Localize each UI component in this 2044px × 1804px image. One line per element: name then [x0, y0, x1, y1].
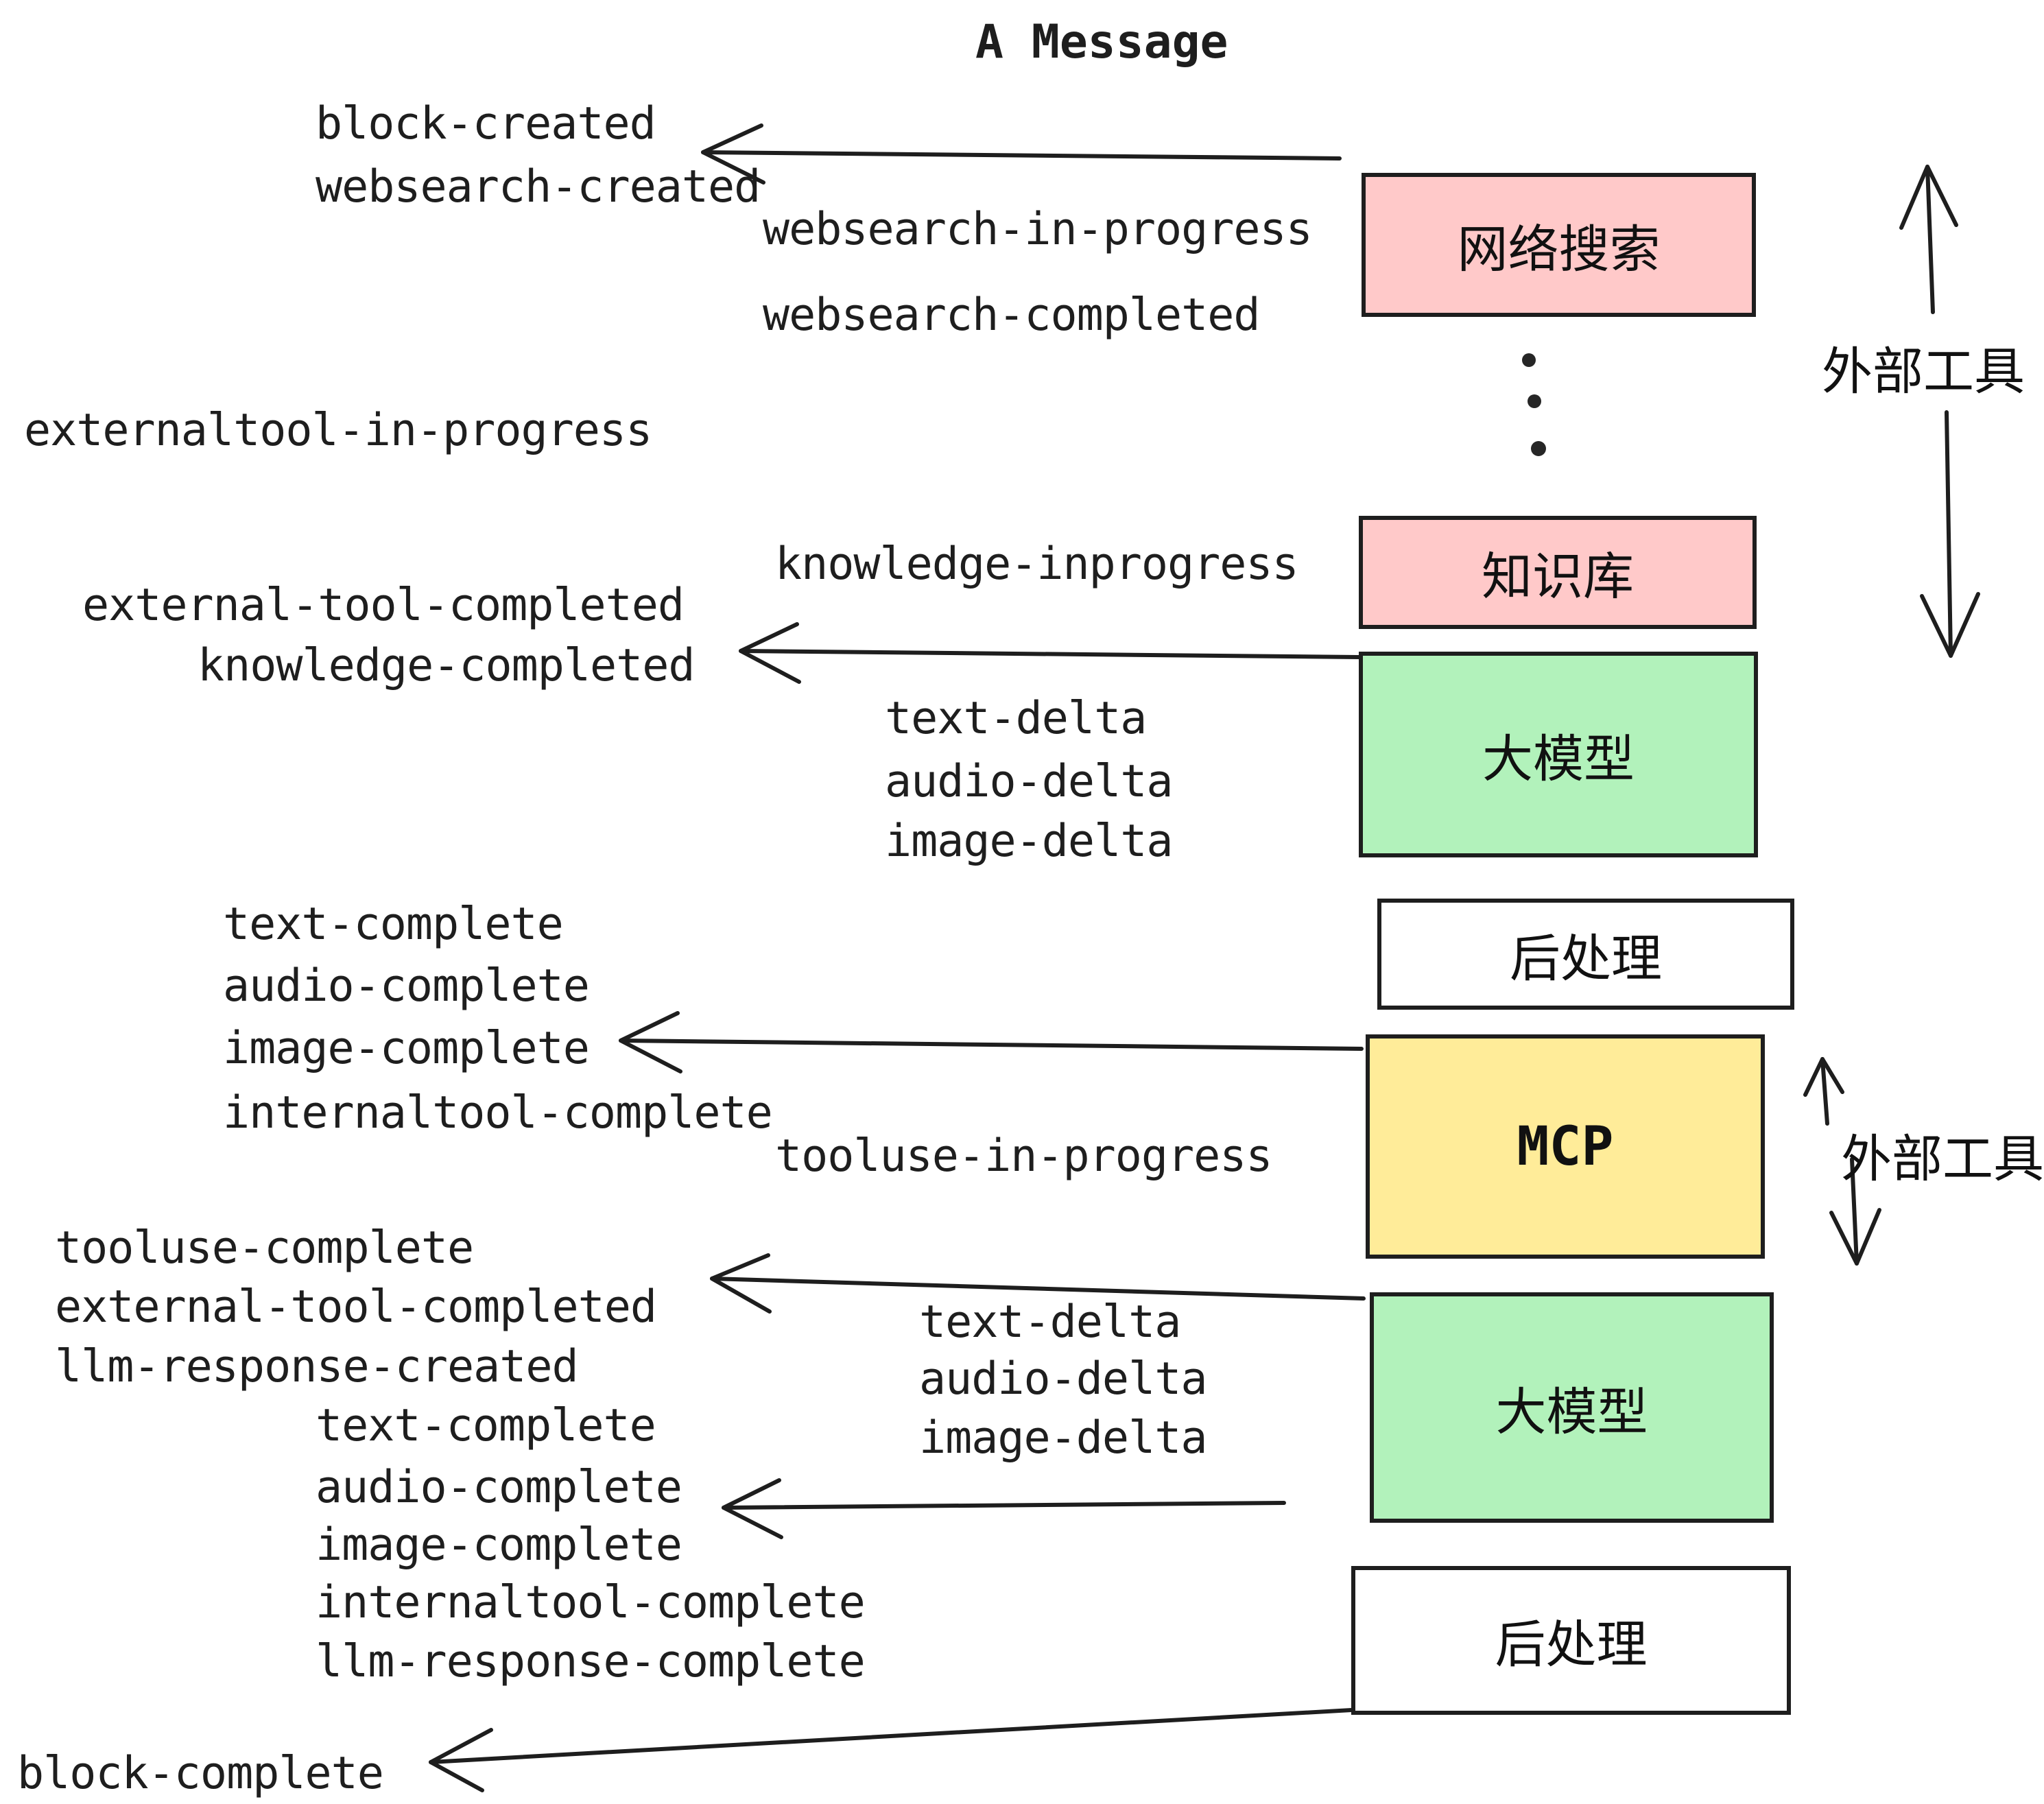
- event-audio-delta-2: audio-delta: [919, 1353, 1207, 1405]
- box-post-processing-1: 后处理: [1377, 899, 1794, 1010]
- event-knowledge-completed: knowledge-completed: [198, 640, 696, 691]
- event-text-delta-1: text-delta: [885, 693, 1147, 744]
- external-tools-down-arrow-2: [1829, 1157, 1881, 1266]
- box-llm-2: 大模型: [1370, 1292, 1774, 1523]
- event-llm-response-complete: llm-response-complete: [316, 1636, 866, 1687]
- arrow-llm2-to-audio-complete: [722, 1478, 1286, 1539]
- annotation-external-tools-bottom: 外部工具: [1841, 1130, 2044, 1189]
- event-external-tool-completed-1: external-tool-completed: [82, 580, 685, 631]
- event-audio-complete-1: audio-complete: [223, 960, 590, 1012]
- event-audio-complete-2: audio-complete: [316, 1462, 682, 1513]
- box-llm-2-label: 大模型: [1495, 1382, 1648, 1442]
- box-mcp-label: MCP: [1517, 1115, 1614, 1178]
- event-knowledge-inprogress: knowledge-inprogress: [775, 538, 1299, 590]
- box-post-processing-1-label: 后处理: [1510, 929, 1662, 988]
- external-tools-down-arrow-1: [1920, 410, 1980, 658]
- event-internaltool-complete-1: internaltool-complete: [223, 1087, 773, 1139]
- event-internaltool-complete-2: internaltool-complete: [316, 1577, 866, 1628]
- box-mcp: MCP: [1366, 1034, 1765, 1259]
- box-knowledge: 知识库: [1359, 516, 1757, 629]
- annotation-external-tools-top: 外部工具: [1822, 342, 2025, 401]
- event-text-complete-1: text-complete: [223, 899, 564, 950]
- event-audio-delta-1: audio-delta: [885, 756, 1173, 807]
- event-websearch-completed: websearch-completed: [763, 289, 1261, 341]
- event-text-delta-2: text-delta: [919, 1296, 1181, 1348]
- box-llm-1: 大模型: [1359, 652, 1758, 857]
- event-websearch-in-progress: websearch-in-progress: [763, 204, 1313, 255]
- box-post-processing-2-label: 后处理: [1495, 1615, 1648, 1674]
- event-externaltool-in-progress: externaltool-in-progress: [24, 405, 652, 456]
- arrow-mcp-to-tooluse-complete: [710, 1253, 1366, 1314]
- arrow-websearch-to-created-events: [701, 123, 1342, 185]
- event-external-tool-completed-2: external-tool-completed: [55, 1281, 657, 1333]
- external-tools-up-arrow-1: [1899, 165, 1958, 314]
- box-llm-1-label: 大模型: [1482, 729, 1635, 789]
- event-llm-response-created: llm-response-created: [55, 1341, 579, 1392]
- event-image-complete-2: image-complete: [316, 1519, 682, 1571]
- event-image-complete-1: image-complete: [223, 1023, 590, 1074]
- arrow-post2-to-block-complete: [429, 1707, 1366, 1792]
- external-tools-up-arrow-2: [1803, 1057, 1844, 1126]
- box-knowledge-label: 知识库: [1482, 547, 1634, 606]
- arrow-post1-to-complete-events: [619, 1011, 1364, 1073]
- event-block-created: block-created: [316, 98, 656, 150]
- event-image-delta-1: image-delta: [885, 816, 1173, 867]
- event-websearch-created: websearch-created: [316, 161, 761, 213]
- event-image-delta-2: image-delta: [919, 1412, 1207, 1464]
- page-title: A Message: [975, 15, 1228, 69]
- event-block-complete: block-complete: [17, 1748, 384, 1799]
- box-websearch: 网络搜索: [1362, 173, 1756, 317]
- event-text-complete-2: text-complete: [316, 1400, 656, 1451]
- box-websearch-label: 网络搜索: [1457, 219, 1661, 279]
- event-tooluse-complete: tooluse-complete: [55, 1222, 474, 1274]
- arrow-llm1-to-knowledge-completed: [739, 622, 1361, 684]
- ellipsis-dots: [1522, 353, 1546, 456]
- event-tooluse-in-progress: tooluse-in-progress: [775, 1130, 1273, 1182]
- box-post-processing-2: 后处理: [1351, 1566, 1791, 1715]
